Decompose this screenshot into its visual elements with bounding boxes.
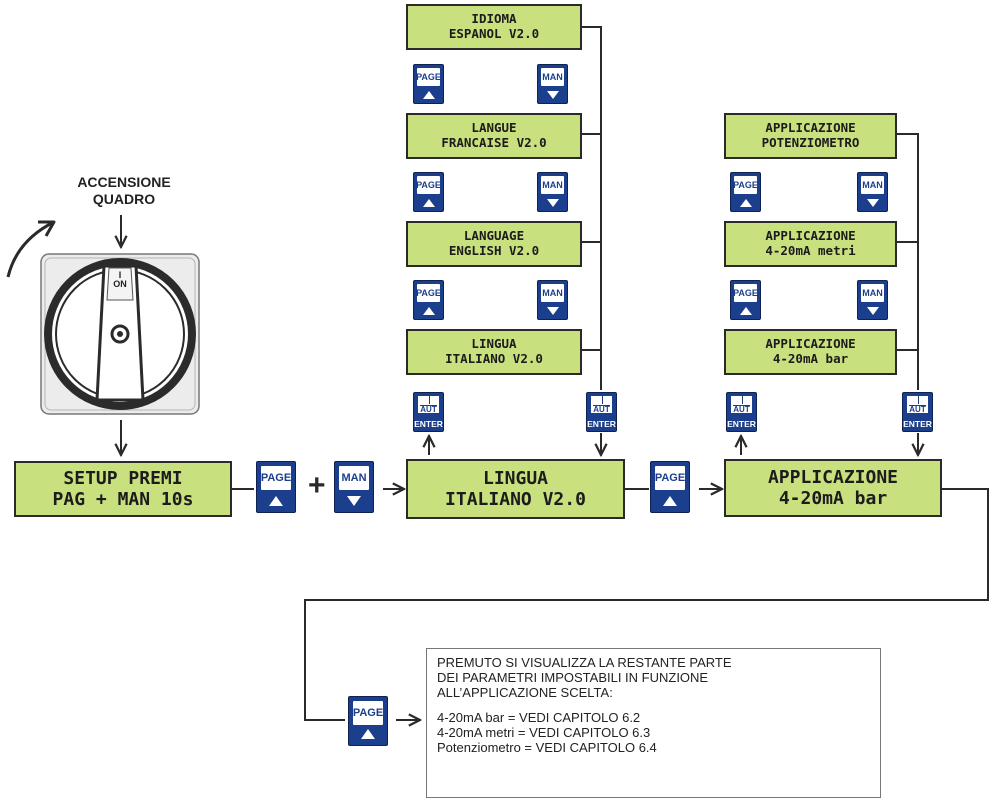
setup-display: SETUP PREMI PAG + MAN 10s — [14, 461, 232, 517]
application-main-display: APPLICAZIONE 4-20mA bar — [724, 459, 942, 517]
page-key-lang-2[interactable]: PAGE — [413, 172, 444, 212]
man-key-lang-1[interactable]: MAN — [537, 64, 568, 104]
power-on-label: ACCENSIONE QUADRO — [77, 174, 171, 207]
man-key-setup[interactable]: MAN — [334, 461, 374, 513]
page-key-lang-3[interactable]: PAGE — [413, 280, 444, 320]
page-key-setup[interactable]: PAGE — [256, 461, 296, 513]
aut-enter-key-lang-right[interactable]: AUT ENTER — [586, 392, 617, 432]
aut-enter-key-app-left[interactable]: AUT ENTER — [726, 392, 757, 432]
man-key-lang-2[interactable]: MAN — [537, 172, 568, 212]
page-key-lang-1[interactable]: PAGE — [413, 64, 444, 104]
man-key-app-1[interactable]: MAN — [857, 172, 888, 212]
page-key-app-2[interactable]: PAGE — [730, 280, 761, 320]
aut-enter-key-lang-left[interactable]: AUT ENTER — [413, 392, 444, 432]
language-main-display: LINGUA ITALIANO V2.0 — [406, 459, 625, 519]
info-note: PREMUTO SI VISUALIZZA LA RESTANTE PARTE … — [426, 648, 881, 798]
plus-sign: + — [308, 469, 326, 502]
man-key-app-2[interactable]: MAN — [857, 280, 888, 320]
power-switch — [40, 253, 200, 415]
page-key-app-1[interactable]: PAGE — [730, 172, 761, 212]
man-key-lang-3[interactable]: MAN — [537, 280, 568, 320]
page-key-language[interactable]: PAGE — [650, 461, 690, 513]
page-key-final[interactable]: PAGE — [348, 696, 388, 746]
aut-enter-key-app-right[interactable]: AUT ENTER — [902, 392, 933, 432]
